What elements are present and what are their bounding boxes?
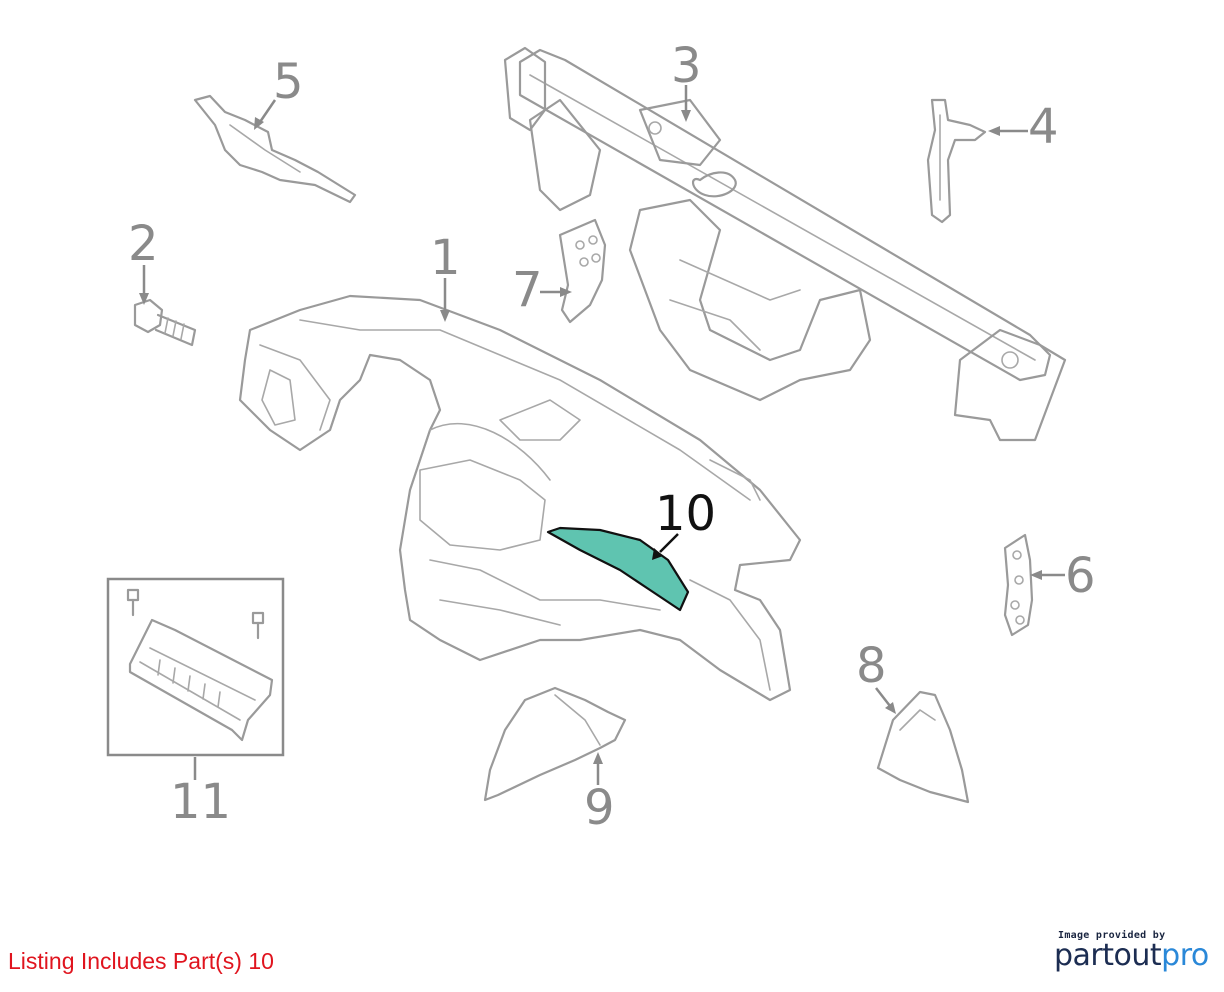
- callout-4: 4: [1028, 99, 1059, 155]
- part-2-bolt: [133, 298, 197, 347]
- partoutpro-brand: Image provided by partoutpro: [1054, 930, 1209, 973]
- callout-5: 5: [273, 54, 304, 110]
- part-8-side-cover: [876, 690, 970, 804]
- part-4-bracket: [926, 98, 987, 224]
- part-9-side-cover: [483, 686, 627, 802]
- listing-note: Listing Includes Part(s) 10: [8, 948, 274, 974]
- callout-10: 10: [655, 486, 716, 542]
- callout-6: 6: [1065, 548, 1096, 604]
- part-7-plate: [558, 218, 607, 324]
- callout-11: 11: [170, 774, 231, 830]
- leader-lines: [139, 85, 1065, 785]
- logo-part2: pro: [1161, 938, 1209, 973]
- part-10-dash-trim: [546, 526, 690, 612]
- callout-9: 9: [584, 780, 615, 836]
- part-3-cross-car-beam: [503, 46, 1067, 442]
- logo-part1: partout: [1054, 938, 1162, 973]
- brand-caption: Image provided by: [1058, 930, 1166, 941]
- callout-8: 8: [856, 638, 887, 694]
- callout-1: 1: [430, 230, 461, 286]
- callout-3: 3: [671, 38, 702, 94]
- part-5-bracket: [193, 94, 357, 204]
- callout-2: 2: [128, 216, 159, 272]
- callout-7: 7: [512, 262, 543, 318]
- part-11-airbag-kit: [106, 577, 285, 757]
- partoutpro-logo: partoutpro: [1054, 938, 1209, 973]
- part-6-bracket: [1003, 533, 1034, 637]
- part-1-instrument-panel: [238, 294, 802, 702]
- callout-labels: 1 2 3 4 5 6 7 8 9 10 11: [128, 38, 1096, 836]
